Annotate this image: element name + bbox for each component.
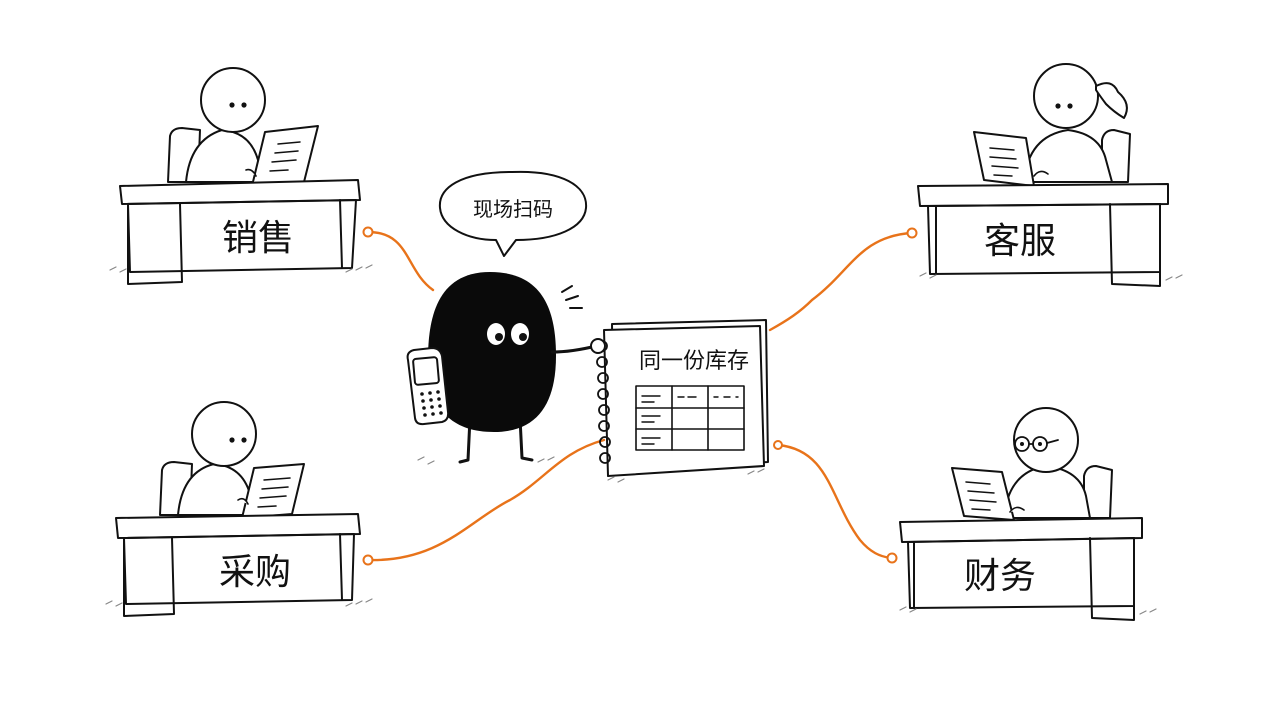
customer-service-desk-top [917, 183, 1169, 207]
speech-bubble-text: 现场扫码 [473, 197, 553, 221]
connector-endpoints [362, 226, 918, 566]
phone-icon [406, 347, 450, 426]
purchasing-desk-group: 采购 [105, 401, 373, 617]
connector-purchasing [366, 438, 606, 562]
motion-lines [561, 285, 583, 309]
finance-chair [1083, 465, 1113, 519]
purchasing-label: 采购 [219, 552, 291, 593]
connector-sales [366, 230, 435, 292]
endpoint-finance [886, 552, 898, 564]
purchasing-paper [241, 463, 305, 519]
purchasing-person-head [191, 401, 257, 467]
purchasing-desk-top [115, 513, 361, 539]
sales-desk-front [127, 199, 357, 273]
inventory-table [635, 385, 745, 451]
sales-paper [251, 125, 319, 187]
finance-paper [951, 467, 1015, 521]
customer-service-label: 客服 [984, 221, 1056, 262]
endpoint-customer-service [906, 227, 918, 239]
connectors [366, 230, 914, 562]
connector-customer-service [768, 231, 914, 332]
customer-service-desk-group: 客服 [917, 63, 1183, 287]
endpoint-purchasing [362, 554, 374, 566]
notebook-title: 同一份库存 [639, 349, 749, 374]
customer-service-person-head [1033, 63, 1099, 129]
mascot [406, 272, 598, 465]
speech-bubble: 现场扫码 [438, 170, 588, 257]
ponytail [1095, 82, 1128, 119]
purchasing-desk-front [123, 533, 355, 605]
finance-desk-group: 财务 [899, 407, 1157, 621]
mascot-body [428, 272, 556, 432]
customer-service-paper [973, 131, 1035, 187]
finance-label: 财务 [964, 556, 1036, 597]
connector-finance [776, 443, 894, 560]
endpoint-notebook [773, 440, 783, 450]
endpoint-sales [362, 226, 374, 238]
sales-person-head [200, 67, 266, 133]
sales-label: 销售 [222, 218, 294, 259]
finance-desk-top [899, 517, 1143, 543]
sales-desk-top [119, 179, 361, 205]
sales-desk-group: 销售 [109, 67, 373, 285]
inventory-notebook: 同一份库存 [590, 319, 769, 483]
mascot-eyes [487, 323, 529, 345]
